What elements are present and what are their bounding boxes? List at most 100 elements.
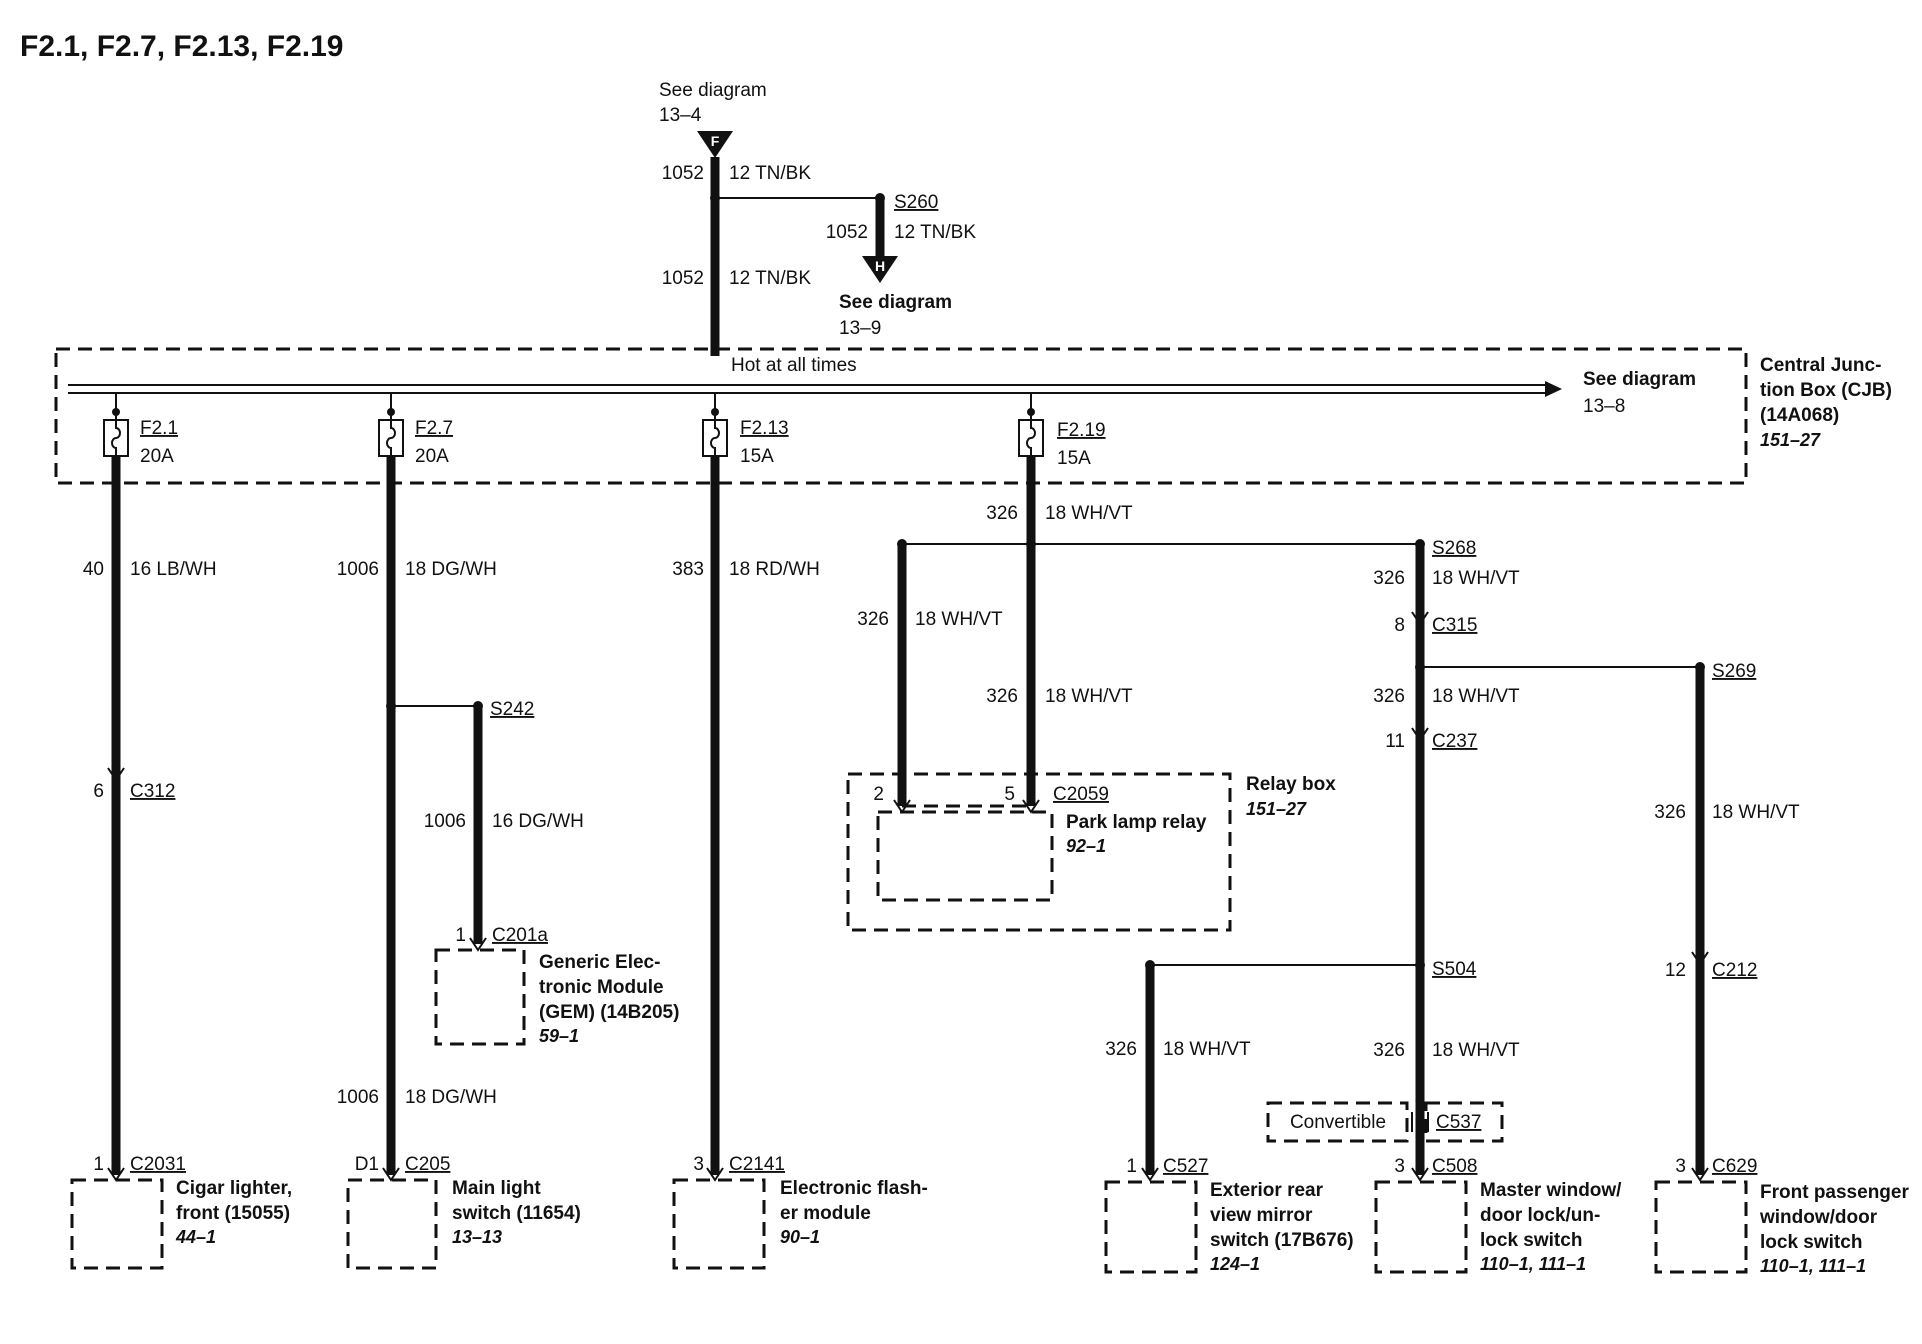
- c2031-label: C2031: [130, 1154, 186, 1175]
- flasher-ref: 90–1: [780, 1227, 820, 1247]
- col5-wire-b: 18 WH/VT: [1432, 686, 1520, 707]
- master-circuit: 326: [1373, 1040, 1405, 1061]
- passenger-line1: Front passenger: [1760, 1182, 1909, 1203]
- c237-connector: [1411, 727, 1429, 742]
- front-passenger-box: [1654, 1180, 1748, 1274]
- col3-wire-color: 18 RD/WH: [729, 559, 820, 580]
- fuse-f2-19-name: F2.19: [1057, 420, 1106, 441]
- s242-circuit: 1006: [424, 811, 466, 832]
- relay-left-wire-color: 18 WH/VT: [915, 609, 1003, 630]
- fuse-f2-1: F2.1 20A: [103, 393, 178, 467]
- c527-connector: [1141, 1167, 1159, 1182]
- connector-f-triangle: [697, 131, 733, 158]
- cjb-box: [54, 347, 1748, 485]
- c201a-pin: 1: [455, 925, 466, 946]
- mirror-line2: view mirror: [1210, 1205, 1313, 1226]
- fuse-f2-19: F2.19 15A: [1018, 393, 1106, 469]
- c201a-connector: [469, 937, 487, 952]
- c205-label: C205: [405, 1154, 450, 1175]
- cjb-see-label: See diagram: [1583, 369, 1696, 390]
- c212-pin: 12: [1665, 960, 1686, 981]
- fuse-f2-7: F2.7 20A: [378, 393, 453, 467]
- c2141-pin: 3: [693, 1154, 704, 1175]
- flasher-line1: Electronic flash-: [780, 1178, 928, 1199]
- c312-pin: 6: [93, 781, 104, 802]
- c237-label: C237: [1432, 731, 1477, 752]
- c212-connector: [1691, 951, 1709, 966]
- gem-line1: Generic Elec-: [539, 952, 660, 973]
- col3-circuit: 383: [672, 559, 704, 580]
- c312-connector: [107, 767, 125, 782]
- cjb-see-ref: 13–8: [1583, 396, 1625, 417]
- gem-ref: 59–1: [539, 1026, 579, 1046]
- cjb-name-3: (14A068): [1760, 405, 1839, 426]
- col6-circuit: 326: [1654, 802, 1686, 823]
- fuse-f2-13-rating: 15A: [740, 446, 774, 467]
- c205-connector: [382, 1167, 400, 1182]
- fuse-f2-7-name: F2.7: [415, 418, 453, 439]
- c629-pin: 3: [1675, 1156, 1686, 1177]
- relay-right-circuit: 326: [986, 686, 1018, 707]
- bus-arrow: [1545, 381, 1562, 397]
- main-light-line1: Main light: [452, 1178, 541, 1199]
- col4-wire-top: 18 WH/VT: [1045, 503, 1133, 524]
- c2059-label: C2059: [1053, 784, 1109, 805]
- cjb-page-ref: 151–27: [1760, 430, 1821, 450]
- s260-circuit: 1052: [826, 222, 868, 243]
- gem-box: [434, 948, 526, 1046]
- c201a-label: C201a: [492, 925, 548, 946]
- c212-label: C212: [1712, 960, 1757, 981]
- col5-wire-a: 18 WH/VT: [1432, 568, 1520, 589]
- passenger-ref: 110–1, 111–1: [1760, 1256, 1866, 1276]
- feed-wire-color-lower: 12 TN/BK: [729, 268, 811, 289]
- relay-box-label: Relay box: [1246, 774, 1336, 795]
- feed-circuit-lower: 1052: [662, 268, 704, 289]
- mirror-line3: switch (17B676): [1210, 1230, 1354, 1251]
- col1-wire-color: 16 LB/WH: [130, 559, 217, 580]
- master-window-box: [1374, 1180, 1468, 1274]
- col2-wire-color: 18 DG/WH: [405, 559, 497, 580]
- c2141-connector: [706, 1167, 724, 1182]
- s242-label: S242: [490, 699, 534, 720]
- park-relay-ref: 92–1: [1066, 836, 1106, 856]
- col2-wire-color-lower: 18 DG/WH: [405, 1087, 497, 1108]
- fuse-f2-13: F2.13 15A: [702, 393, 789, 467]
- c527-label: C527: [1163, 1156, 1208, 1177]
- c508-label: C508: [1432, 1156, 1477, 1177]
- col5-circuit-b: 326: [1373, 686, 1405, 707]
- fuse-f2-13-name: F2.13: [740, 418, 789, 439]
- feed-wire-color: 12 TN/BK: [729, 163, 811, 184]
- s260-label: S260: [894, 192, 938, 213]
- flasher-line2: er module: [780, 1203, 871, 1224]
- relay-pin5-connector: [1022, 799, 1040, 814]
- top-see-label: See diagram: [659, 80, 767, 101]
- park-lamp-relay-box: [876, 810, 1054, 902]
- mirror-wire-color: 18 WH/VT: [1163, 1039, 1251, 1060]
- feed-circuit: 1052: [662, 163, 704, 184]
- cigar-lighter-line2: front (15055): [176, 1203, 290, 1224]
- c2141-label: C2141: [729, 1154, 785, 1175]
- s260-wire-color: 12 TN/BK: [894, 222, 976, 243]
- cigar-lighter-box: [70, 1178, 164, 1270]
- fuse-f2-1-rating: 20A: [140, 446, 174, 467]
- connector-h-triangle: [862, 256, 898, 283]
- fuse-f2-7-rating: 20A: [415, 446, 449, 467]
- c537-label: C537: [1436, 1112, 1481, 1133]
- c2031-pin: 1: [93, 1154, 104, 1175]
- relay-right-wire-color: 18 WH/VT: [1045, 686, 1133, 707]
- fuse-f2-1-name: F2.1: [140, 418, 178, 439]
- fuse-f2-19-rating: 15A: [1057, 448, 1091, 469]
- mirror-circuit: 326: [1105, 1039, 1137, 1060]
- c508-connector: [1411, 1167, 1429, 1182]
- relay-box: [846, 772, 1232, 932]
- c629-label: C629: [1712, 1156, 1757, 1177]
- c315-connector: [1411, 611, 1429, 626]
- master-wire-color: 18 WH/VT: [1432, 1040, 1520, 1061]
- s269-label: S269: [1712, 661, 1756, 682]
- c508-pin: 3: [1394, 1156, 1405, 1177]
- passenger-line2: window/door: [1759, 1207, 1878, 1228]
- relay-pin5: 5: [1004, 784, 1015, 805]
- relay-left-circuit: 326: [857, 609, 889, 630]
- cigar-lighter-ref: 44–1: [175, 1227, 216, 1247]
